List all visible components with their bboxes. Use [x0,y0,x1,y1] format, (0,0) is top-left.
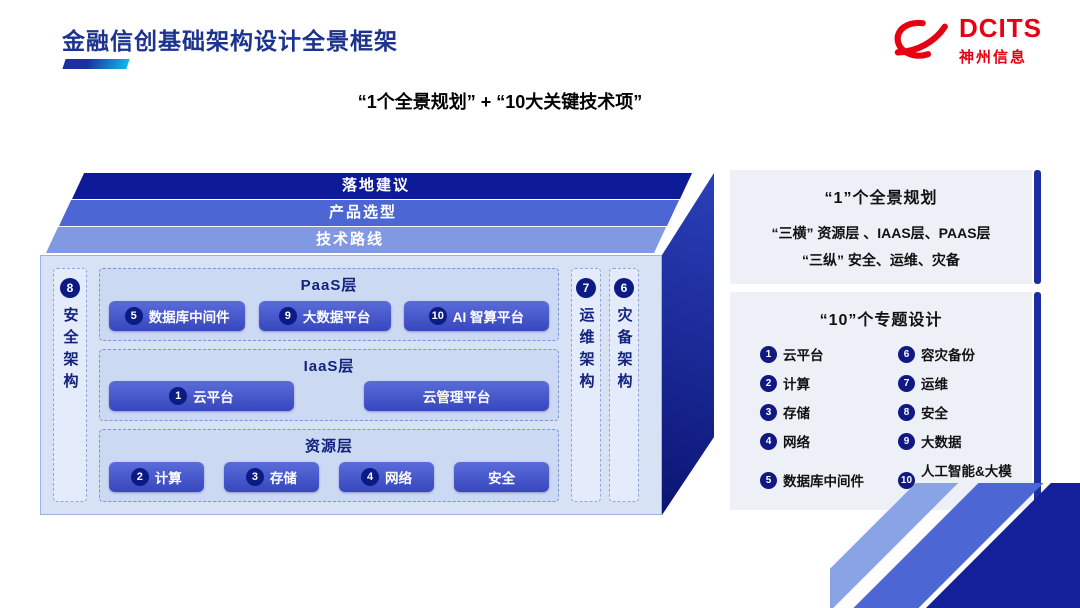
slide-subtitle: “1个全景规划” + “10大关键技术项” [357,92,643,112]
ops-architecture-number: 7 [576,278,596,298]
logo-subtitle: 神州信息 [959,48,1028,66]
band-product-selection: 产品选型 [59,200,680,226]
topic-disaster-backup: 6 容灾备份 [897,344,1018,364]
panel-topic-designs: “10”个专题设计 1 云平台 6 容灾备份 2 计算 7 运维 3 存储 [730,292,1032,510]
storage-label: 存储 [269,471,297,487]
topic-database-middleware: 5 数据库中间件 [760,460,898,500]
panel-topic-designs-accent-bar [1034,292,1041,510]
big-data-platform-number: 9 [278,306,297,325]
security-architecture-label: 安全架构 [61,307,79,395]
topic-network-label: 网络 [783,435,810,450]
panel-overall-planning-title: “1”个全景规划 [824,190,938,207]
dcits-logo: DCITS 神州信息 [889,14,1042,67]
dcits-swoosh-icon [894,20,948,59]
network-label: 网络 [385,471,413,487]
layer-paas-title: PaaS层 [300,277,358,294]
layer-stack: PaaS层 5 数据库中间件 9 大数据平台 10 AI 智算平台 [99,268,559,503]
topic-cloud-platform: 1 云平台 [760,344,898,364]
cloud-platform-number: 1 [169,387,188,406]
compute-button: 2 计算 [109,462,204,493]
ai-computing-platform-number: 10 [428,306,447,325]
topic-ops: 7 运维 [897,373,1018,393]
topic-storage-label: 存储 [783,406,810,421]
planning-line-horizontal: “三横” 资源层 、IAAS层、PAAS层 [771,225,991,241]
layer-iaas-title: IaaS层 [303,357,355,375]
security-button: 安全 [454,462,549,493]
topic-compute-label: 计算 [783,377,810,392]
topic-big-data-label: 大数据 [920,435,962,450]
layer-iaas-buttons: 1 云平台 云管理平台 [109,381,549,412]
storage-button: 3 存储 [224,462,319,493]
big-data-platform-button: 9 大数据平台 [258,300,391,331]
topic-ops-label: 运维 [920,377,948,392]
database-middleware-button: 5 数据库中间件 [109,300,246,331]
topic-compute-number: 2 [760,374,777,392]
network-number: 4 [361,468,380,487]
layer-iaas: IaaS层 1 云平台 云管理平台 [99,348,559,422]
panel-overall-planning-lines: “三横” 资源层 、IAAS层、PAAS层 “三纵” 安全、运维、灾备 [730,220,1032,273]
topic-security-number: 8 [897,403,915,421]
security-architecture-column: 8 安全架构 [53,268,87,502]
topic-cloud-platform-number: 1 [760,345,777,363]
layer-paas-buttons: 5 数据库中间件 9 大数据平台 10 AI 智算平台 [109,300,549,331]
topic-cloud-platform-label: 云平台 [783,348,824,363]
layer-paas: PaaS层 5 数据库中间件 9 大数据平台 10 AI 智算平台 [99,268,559,341]
layer-resource-title: 资源层 [304,438,353,456]
disaster-recovery-label: 灾备架构 [615,307,633,395]
network-button: 4 网络 [339,462,434,493]
topic-database-middleware-number: 5 [760,471,777,489]
topic-storage-number: 3 [760,403,777,421]
cloud-management-platform-label: 云管理平台 [422,390,491,406]
ops-architecture-label: 运维架构 [577,307,595,395]
database-middleware-label: 数据库中间件 [148,309,230,325]
band-implementation-advice: 落地建议 [72,173,693,199]
panel-topic-designs-title: “10”个专题设计 [819,312,943,329]
security-architecture-number: 8 [60,278,80,298]
disaster-recovery-number: 6 [614,278,634,298]
ai-computing-platform-button: 10 AI 智算平台 [403,300,549,331]
topic-security: 8 安全 [897,402,1018,422]
topic-ai-large-model-number: 10 [897,471,915,489]
security-label: 安全 [488,471,516,487]
layer-resource-buttons: 2 计算 3 存储 4 网络 安全 [109,462,549,493]
big-data-platform-label: 大数据平台 [302,309,371,325]
storage-number: 3 [245,468,264,487]
topic-compute: 2 计算 [760,373,898,393]
layer-resource: 资源层 2 计算 3 存储 4 网络 安全 [99,429,559,503]
topic-network-number: 4 [760,432,777,450]
topic-disaster-backup-label: 容灾备份 [920,348,975,363]
compute-number: 2 [130,468,149,487]
disaster-recovery-column: 6 灾备架构 [609,268,639,502]
topic-disaster-backup-number: 6 [897,345,915,363]
topic-storage: 3 存储 [760,402,898,422]
corner-stripes-decoration [830,483,1080,608]
planning-line-vertical: “三纵” 安全、运维、灾备 [802,251,960,268]
cloud-management-platform-button: 云管理平台 [364,381,549,412]
band-product-selection-label: 产品选型 [328,204,397,221]
ops-architecture-column: 7 运维架构 [571,268,601,502]
topic-database-middleware-label: 数据库中间件 [783,474,864,489]
band-implementation-advice-label: 落地建议 [341,177,410,194]
panel-overall-planning: “1”个全景规划 “三横” 资源层 、IAAS层、PAAS层 “三纵” 安全、运… [730,170,1032,284]
topic-security-label: 安全 [920,406,948,421]
database-middleware-number: 5 [124,306,143,325]
band-technology-roadmap-label: 技术路线 [315,231,384,248]
topic-ops-number: 7 [897,374,915,392]
cloud-platform-button: 1 云平台 [109,381,294,412]
title-underline [62,59,130,69]
compute-label: 计算 [154,471,182,487]
page-title: 金融信创基础架构设计全景框架 [62,28,398,54]
topic-big-data-number: 9 [897,432,915,450]
panel-overall-planning-accent-bar [1034,170,1041,284]
cloud-platform-label: 云平台 [193,390,234,406]
topic-grid: 1 云平台 6 容灾备份 2 计算 7 运维 3 存储 8 安全 [730,330,1032,500]
topic-big-data: 9 大数据 [897,431,1018,451]
topic-network: 4 网络 [760,431,898,451]
logo-text: DCITS 神州信息 [959,14,1042,67]
band-technology-roadmap: 技术路线 [46,227,667,253]
ai-computing-platform-label: AI 智算平台 [452,309,525,325]
architecture-box: 8 安全架构 PaaS层 5 数据库中间件 9 大数据平台 10 [40,255,662,515]
logo-name: DCITS [959,13,1042,43]
